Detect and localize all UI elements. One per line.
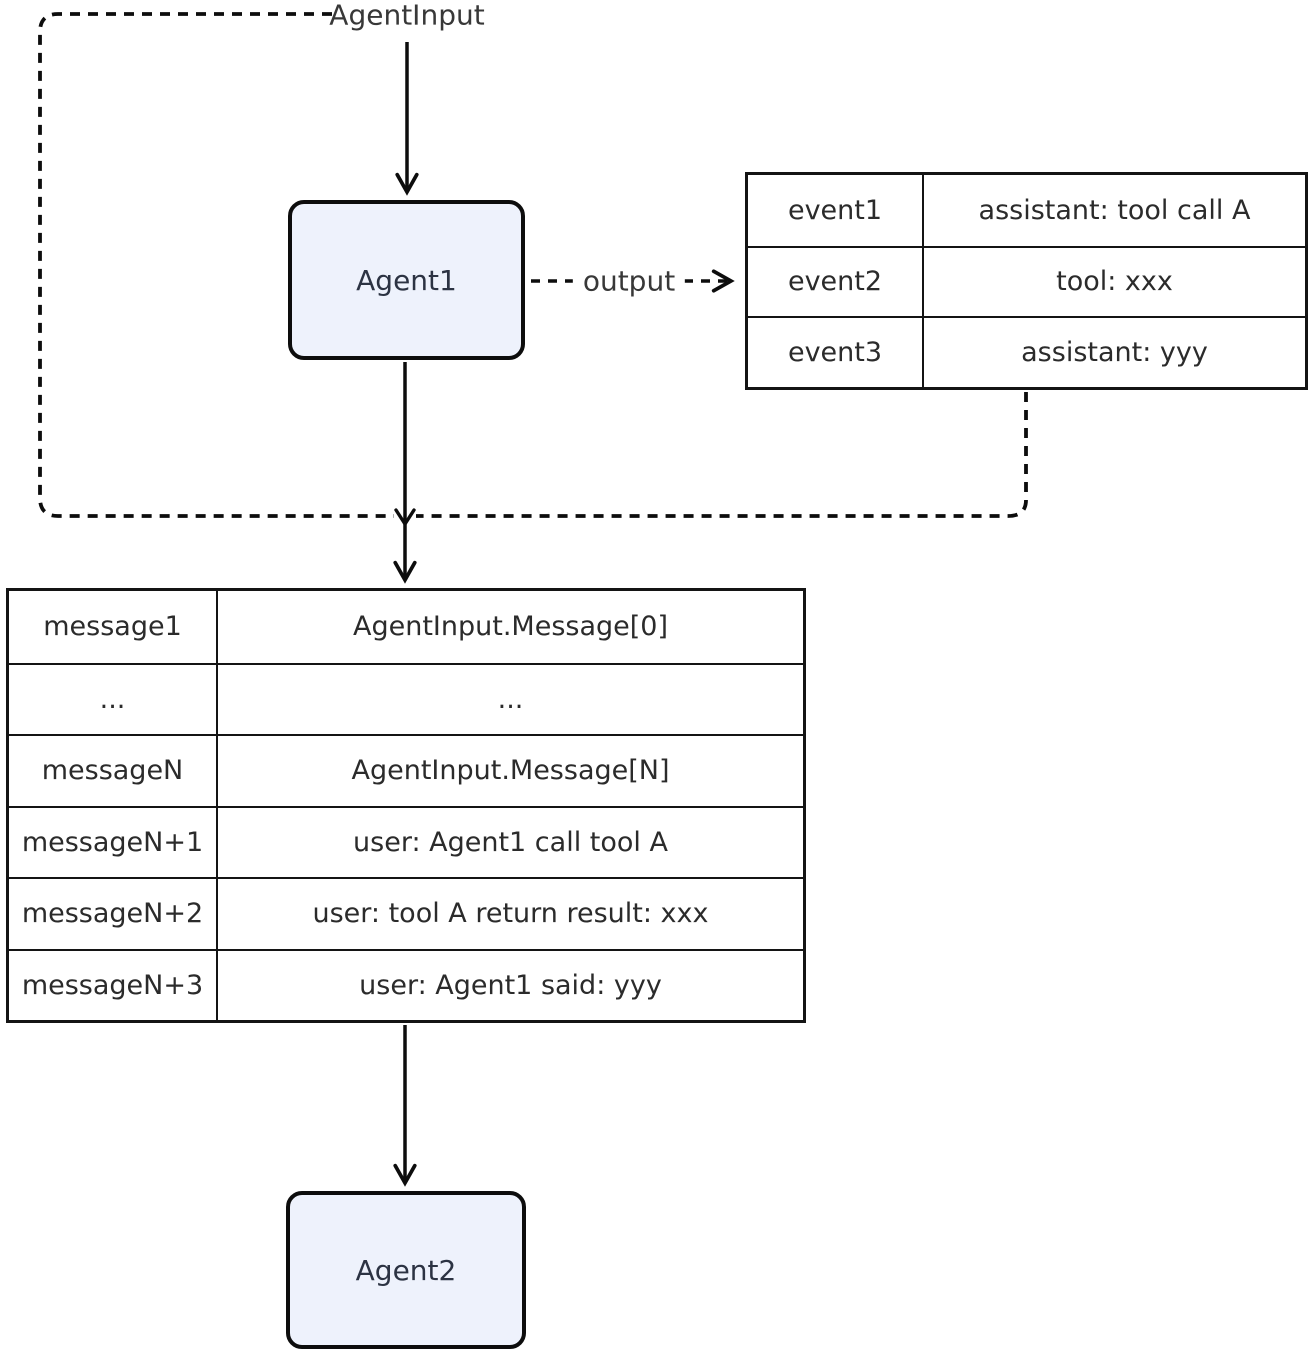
message-table-key: messageN [9, 734, 218, 806]
event-table-key: event3 [748, 316, 924, 387]
message-table: message1 AgentInput.Message[0] ... ... m… [6, 588, 806, 1023]
message-table-value: user: Agent1 call tool A [218, 805, 803, 878]
event-table: event1 assistant: tool call A event2 too… [745, 172, 1308, 390]
message-table-key: messageN+1 [9, 805, 218, 877]
event-table-key: event1 [748, 175, 924, 246]
agent2-node: Agent2 [286, 1191, 526, 1349]
message-table-value: AgentInput.Message[N] [218, 734, 803, 806]
message-table-value: ... [218, 662, 803, 735]
agent1-node-label: Agent1 [356, 263, 457, 297]
event-table-key: event2 [748, 245, 924, 317]
output-edge-label: output [572, 264, 686, 298]
event-table-value: assistant: tool call A [978, 194, 1251, 226]
message-table-key: message1 [9, 591, 218, 663]
agent2-node-label: Agent2 [355, 1253, 457, 1287]
message-table-key: ... [9, 662, 218, 734]
event-table-value: tool: xxx [924, 245, 1305, 317]
dashed-loop-events [416, 392, 1028, 518]
junction-arrowhead-icon [394, 508, 416, 528]
agent1-node: Agent1 [288, 200, 525, 360]
message-table-value: user: tool A return result: xxx [218, 877, 803, 949]
message-table-key: messageN+2 [9, 877, 218, 949]
message-table-value: AgentInput.Message[0] [353, 611, 668, 643]
agent-input-label: AgentInput [329, 0, 485, 32]
event-table-value: assistant: yyy [924, 316, 1305, 387]
message-table-key: messageN+3 [9, 948, 218, 1020]
message-table-value: user: Agent1 said: yyy [218, 948, 803, 1021]
